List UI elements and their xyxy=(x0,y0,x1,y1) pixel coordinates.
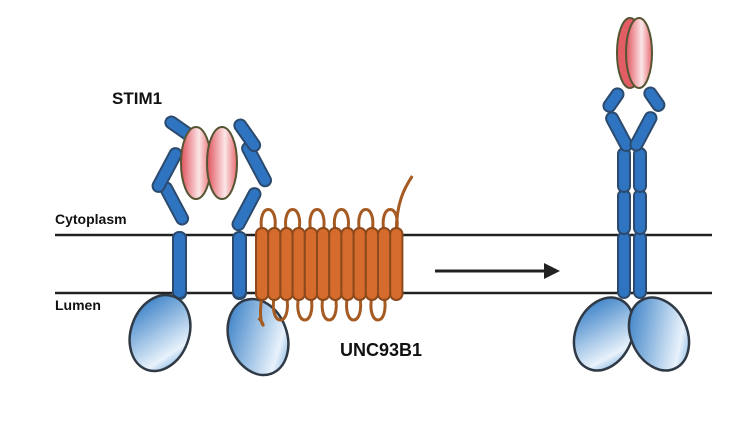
unc93b1-cytoplasmic-loop xyxy=(308,208,326,233)
stim1-segment xyxy=(633,147,647,193)
stim1-luminal-domain-right xyxy=(226,297,290,377)
stim1-segment xyxy=(605,111,634,152)
unc93b1-tm-helix xyxy=(303,227,318,301)
cytoplasm-label: Cytoplasm xyxy=(55,211,127,227)
stim1-label: STIM1 xyxy=(112,89,162,108)
unc93b1-tm-helix xyxy=(279,227,294,301)
stim1-soar-domain-right xyxy=(206,126,238,200)
stim1-tm-left xyxy=(172,231,187,299)
stim1-active-luminal-right xyxy=(627,296,691,372)
unc93b1-tm-helix xyxy=(316,227,331,301)
stim1-active-luminal-left xyxy=(572,296,636,372)
unc93b1-luminal-loop xyxy=(345,295,363,322)
unc93b1-cytoplasmic-loop xyxy=(259,208,277,233)
activation-arrow xyxy=(435,263,560,279)
stim1-active-dimer xyxy=(602,86,666,299)
stim1-segment xyxy=(643,86,666,112)
unc93b1-luminal-loop xyxy=(296,295,314,322)
stim1-cc-segment xyxy=(231,187,262,232)
stim1-cc-segment xyxy=(233,118,262,153)
unc93b1-tm-helix xyxy=(352,227,367,301)
stim1-active-soar-front xyxy=(625,17,653,89)
stim1-segment xyxy=(617,147,631,193)
unc93b1-tm-helix xyxy=(255,227,270,301)
unc93b1-luminal-loop xyxy=(320,295,338,322)
unc93b1-cytoplasmic-loop xyxy=(332,208,350,233)
unc93b1-tm-helix xyxy=(340,227,355,301)
unc93b1-cytoplasmic-loop xyxy=(357,208,375,233)
stim1-luminal-domain-left xyxy=(128,293,192,373)
unc93b1-c-terminus xyxy=(394,175,414,233)
lumen-label: Lumen xyxy=(55,297,101,313)
unc93b1-label: UNC93B1 xyxy=(340,340,422,360)
unc93b1-tm-helix xyxy=(377,227,392,301)
unc93b1-tm-helix xyxy=(291,227,306,301)
unc93b1-cytoplasmic-loop xyxy=(284,208,302,233)
unc93b1-tm-helix xyxy=(389,227,404,301)
unc93b1-tm-helix xyxy=(328,227,343,301)
unc93b1-tm-helix xyxy=(267,227,282,301)
stim1-segment xyxy=(633,231,647,299)
unc93b1-luminal-loop xyxy=(369,295,387,322)
unc93b1-protein xyxy=(255,175,414,327)
unc93b1-luminal-loop xyxy=(271,295,289,322)
stim1-segment xyxy=(602,87,625,113)
stim1-segment xyxy=(629,111,658,152)
stim1-segment xyxy=(617,231,631,299)
stim1-segment xyxy=(617,189,631,235)
unc93b1-tm-helix xyxy=(364,227,379,301)
stim1-segment xyxy=(633,189,647,235)
stim1-tm-right xyxy=(232,231,247,299)
unc93b1-n-terminus xyxy=(257,295,265,327)
stim1-cc-segment xyxy=(151,147,183,193)
